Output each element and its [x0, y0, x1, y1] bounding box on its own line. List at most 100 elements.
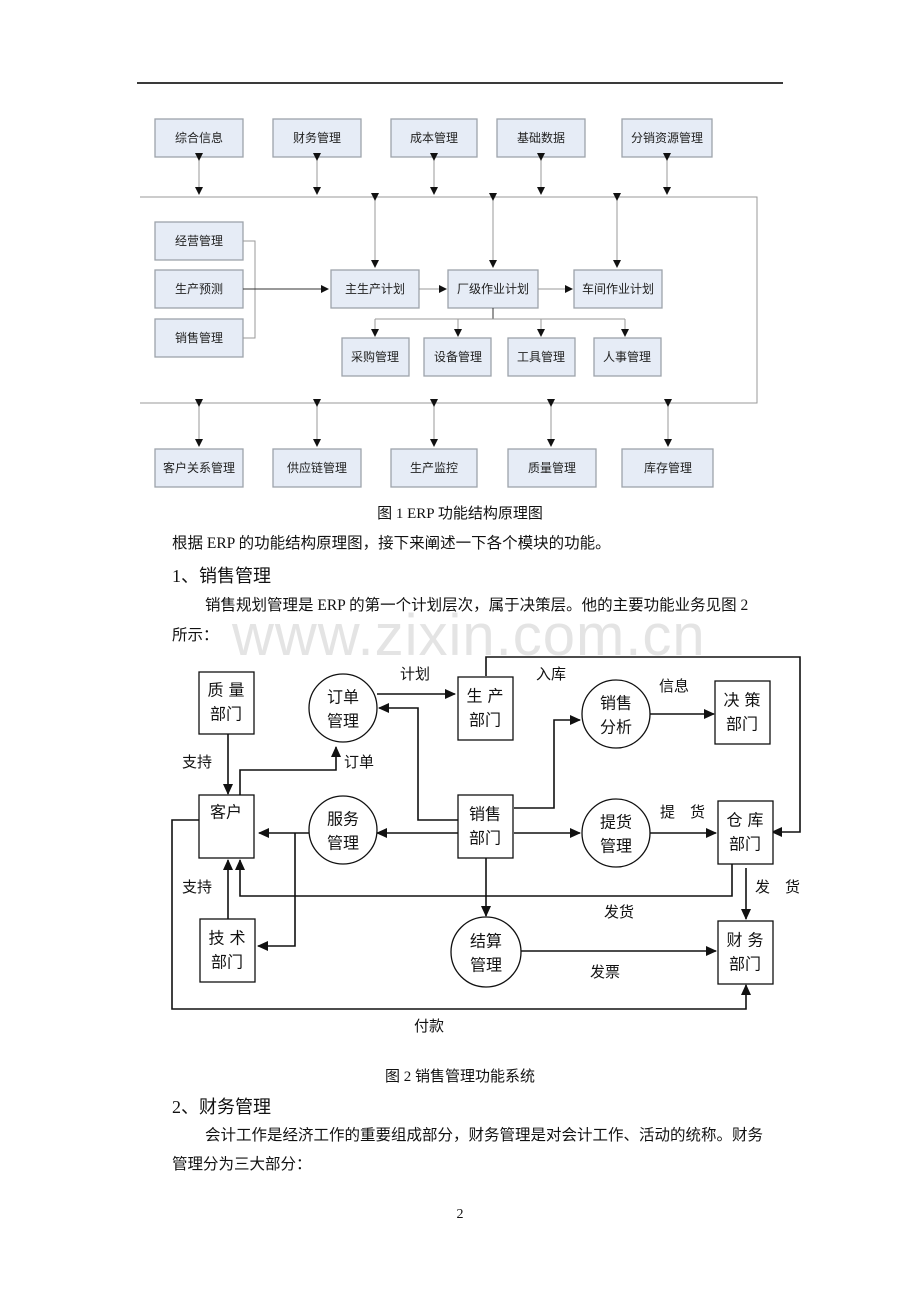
svg-text:厂级作业计划: 厂级作业计划: [457, 282, 529, 296]
svg-text:采购管理: 采购管理: [351, 349, 399, 364]
pickup-mgmt-process[interactable]: 提货 管理: [581, 798, 651, 868]
section2-paragraph-line1: 会计工作是经济工作的重要组成部分，财务管理是对会计工作、活动的统称。财务: [205, 1127, 764, 1144]
top-module[interactable]: 基础数据: [496, 118, 586, 158]
svg-text:销售: 销售: [600, 694, 632, 713]
figure1-caption: 图 1 ERP 功能结构原理图: [377, 506, 543, 522]
tech-dept-box[interactable]: 技 术 部门: [199, 918, 256, 983]
intro-paragraph: 根据 ERP 的功能结构原理图，接下来阐述一下各个模块的功能。: [172, 535, 611, 552]
plan-box[interactable]: 车间作业计划: [573, 269, 663, 309]
svg-text:成本管理: 成本管理: [410, 130, 458, 145]
top-module[interactable]: 财务管理: [272, 118, 362, 158]
core-frame: [140, 196, 758, 404]
label-ship-flow: 发 货: [755, 878, 800, 896]
figure2-diagram: 质 量 部门 客户 技 术 部门 生 产 部门 销售 部门 决 策 部门 仓 库…: [171, 656, 801, 1035]
bottom-module[interactable]: 供应链管理: [272, 448, 362, 488]
section2-heading: 2、财务管理: [172, 1097, 271, 1117]
order-mgmt-process[interactable]: 订单 管理: [308, 673, 378, 743]
bottom-module[interactable]: 生产监控: [390, 448, 478, 488]
left-input[interactable]: 销售管理: [154, 318, 244, 358]
header-rule: [137, 82, 783, 84]
label-instock: 入库: [536, 665, 566, 683]
sub-module[interactable]: 设备管理: [423, 337, 492, 377]
svg-text:部门: 部门: [210, 705, 242, 724]
svg-text:综合信息: 综合信息: [175, 130, 223, 145]
svg-text:车间作业计划: 车间作业计划: [582, 281, 654, 296]
bottom-module[interactable]: 质量管理: [507, 448, 597, 488]
section1-paragraph-line2: 所示：: [172, 627, 219, 644]
svg-text:销售: 销售: [469, 805, 501, 824]
svg-text:生产预测: 生产预测: [175, 282, 223, 296]
svg-text:财务管理: 财务管理: [293, 130, 341, 145]
svg-text:决 策: 决 策: [723, 691, 760, 710]
svg-text:经营管理: 经营管理: [175, 233, 223, 248]
label-plan: 计划: [400, 665, 430, 683]
svg-text:财 务: 财 务: [726, 931, 763, 950]
top-connectors: [195, 153, 671, 268]
service-mgmt-process[interactable]: 服务 管理: [308, 795, 378, 865]
left-input[interactable]: 经营管理: [154, 221, 244, 261]
bottom-connectors: [195, 399, 672, 447]
svg-text:分析: 分析: [600, 718, 632, 737]
svg-text:客户关系管理: 客户关系管理: [163, 460, 235, 475]
left-input[interactable]: 生产预测: [154, 269, 244, 309]
warehouse-dept-box[interactable]: 仓 库 部门: [717, 800, 774, 865]
customer-box[interactable]: 客户: [198, 794, 255, 859]
sub-module[interactable]: 采购管理: [341, 337, 410, 377]
svg-text:质 量: 质 量: [207, 681, 244, 700]
figure1-diagram: 综合信息 财务管理 成本管理 基础数据 分销资源管理 经营管理 生产预测 销售管…: [140, 118, 758, 488]
svg-text:仓 库: 仓 库: [726, 811, 763, 830]
label-invoice: 发票: [590, 963, 620, 981]
svg-text:工具管理: 工具管理: [517, 349, 565, 364]
svg-text:提货: 提货: [600, 813, 632, 832]
quality-dept-box[interactable]: 质 量 部门: [198, 671, 255, 735]
label-pickup-flow: 提 货: [660, 803, 705, 821]
svg-text:设备管理: 设备管理: [434, 349, 482, 364]
sales-dept-box[interactable]: 销售 部门: [457, 794, 514, 859]
svg-text:部门: 部门: [729, 835, 761, 854]
svg-text:管理: 管理: [600, 837, 632, 856]
svg-text:管理: 管理: [470, 956, 502, 975]
svg-text:管理: 管理: [327, 834, 359, 853]
flow-lines: [171, 656, 801, 1010]
plan-box[interactable]: 主生产计划: [330, 269, 420, 309]
page-number: 2: [456, 1207, 464, 1222]
svg-text:供应链管理: 供应链管理: [287, 460, 347, 475]
sales-analysis-process[interactable]: 销售 分析: [581, 679, 651, 749]
svg-text:部门: 部门: [469, 829, 501, 848]
svg-text:服务: 服务: [327, 810, 359, 829]
section2-paragraph-line2: 管理分为三大部分：: [172, 1156, 312, 1173]
finance-dept-box[interactable]: 财 务 部门: [717, 920, 774, 985]
section1-paragraph-line1: 销售规划管理是 ERP 的第一个计划层次，属于决策层。他的主要功能业务见图 2: [205, 597, 749, 614]
production-dept-box[interactable]: 生 产 部门: [457, 676, 514, 741]
label-payment: 付款: [414, 1017, 444, 1035]
label-support-top: 支持: [182, 753, 212, 771]
label-ship: 发货: [604, 903, 634, 921]
sub-module[interactable]: 人事管理: [593, 337, 662, 377]
settlement-mgmt-process[interactable]: 结算 管理: [450, 916, 522, 988]
svg-text:结算: 结算: [470, 932, 502, 951]
svg-text:生产监控: 生产监控: [410, 461, 458, 475]
svg-text:部门: 部门: [211, 953, 243, 972]
svg-text:基础数据: 基础数据: [517, 130, 565, 145]
svg-text:部门: 部门: [469, 711, 501, 730]
label-info: 信息: [659, 677, 689, 695]
svg-text:部门: 部门: [729, 955, 761, 974]
svg-text:技 术: 技 术: [208, 929, 245, 948]
svg-text:销售管理: 销售管理: [175, 330, 223, 345]
plan-box[interactable]: 厂级作业计划: [447, 269, 539, 309]
svg-text:客户: 客户: [210, 803, 242, 822]
label-support-bottom: 支持: [182, 878, 212, 896]
svg-text:主生产计划: 主生产计划: [345, 282, 405, 296]
svg-text:质量管理: 质量管理: [528, 460, 576, 475]
svg-text:部门: 部门: [726, 715, 758, 734]
svg-text:生 产: 生 产: [466, 687, 503, 706]
sub-module[interactable]: 工具管理: [507, 337, 576, 377]
svg-text:订单: 订单: [327, 688, 359, 707]
bottom-module[interactable]: 客户关系管理: [154, 448, 244, 488]
svg-text:分销资源管理: 分销资源管理: [631, 130, 703, 145]
top-module[interactable]: 分销资源管理: [621, 118, 713, 158]
decision-dept-box[interactable]: 决 策 部门: [714, 680, 771, 745]
section1-heading: 1、销售管理: [172, 566, 271, 586]
bottom-module[interactable]: 库存管理: [621, 448, 714, 488]
svg-text:库存管理: 库存管理: [644, 460, 692, 475]
